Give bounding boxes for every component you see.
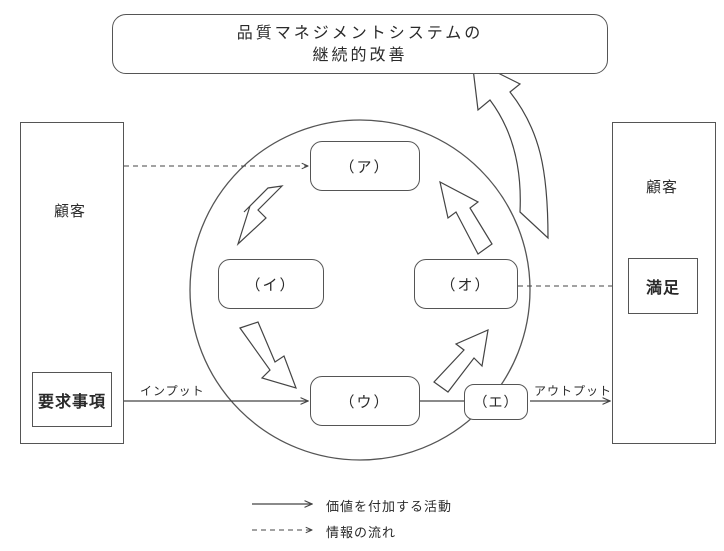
title-box: 品質マネジメントシステムの 継続的改善 <box>112 14 608 74</box>
cycle-arrow-i-to-u <box>239 321 297 389</box>
improvement-arrow <box>471 58 549 240</box>
node-i: （イ） <box>218 259 324 309</box>
legend-dashed-label: 情報の流れ <box>326 526 397 541</box>
cycle-arrow-o-to-a <box>439 180 493 255</box>
node-u: （ウ） <box>310 376 420 426</box>
cycle-arrow-u-to-o <box>433 329 489 393</box>
cycle-arrow-a-to-i <box>236 185 284 246</box>
title-line-1: 品質マネジメントシステムの <box>236 23 484 42</box>
title-line-2: 継続的改善 <box>312 45 408 64</box>
customer-right-label: 顧客 <box>646 178 679 196</box>
customer-left-label: 顧客 <box>54 202 87 220</box>
process-cycle-circle <box>189 119 531 461</box>
satisfaction-box: 満足 <box>628 258 698 314</box>
node-o: （オ） <box>414 259 518 309</box>
node-e: （エ） <box>464 384 528 420</box>
legend-solid-label: 価値を付加する活動 <box>326 500 453 515</box>
output-label: アウトプット <box>534 384 613 398</box>
requirements-box: 要求事項 <box>32 372 112 427</box>
node-a: （ア） <box>310 141 420 191</box>
input-label: インプット <box>140 384 205 398</box>
